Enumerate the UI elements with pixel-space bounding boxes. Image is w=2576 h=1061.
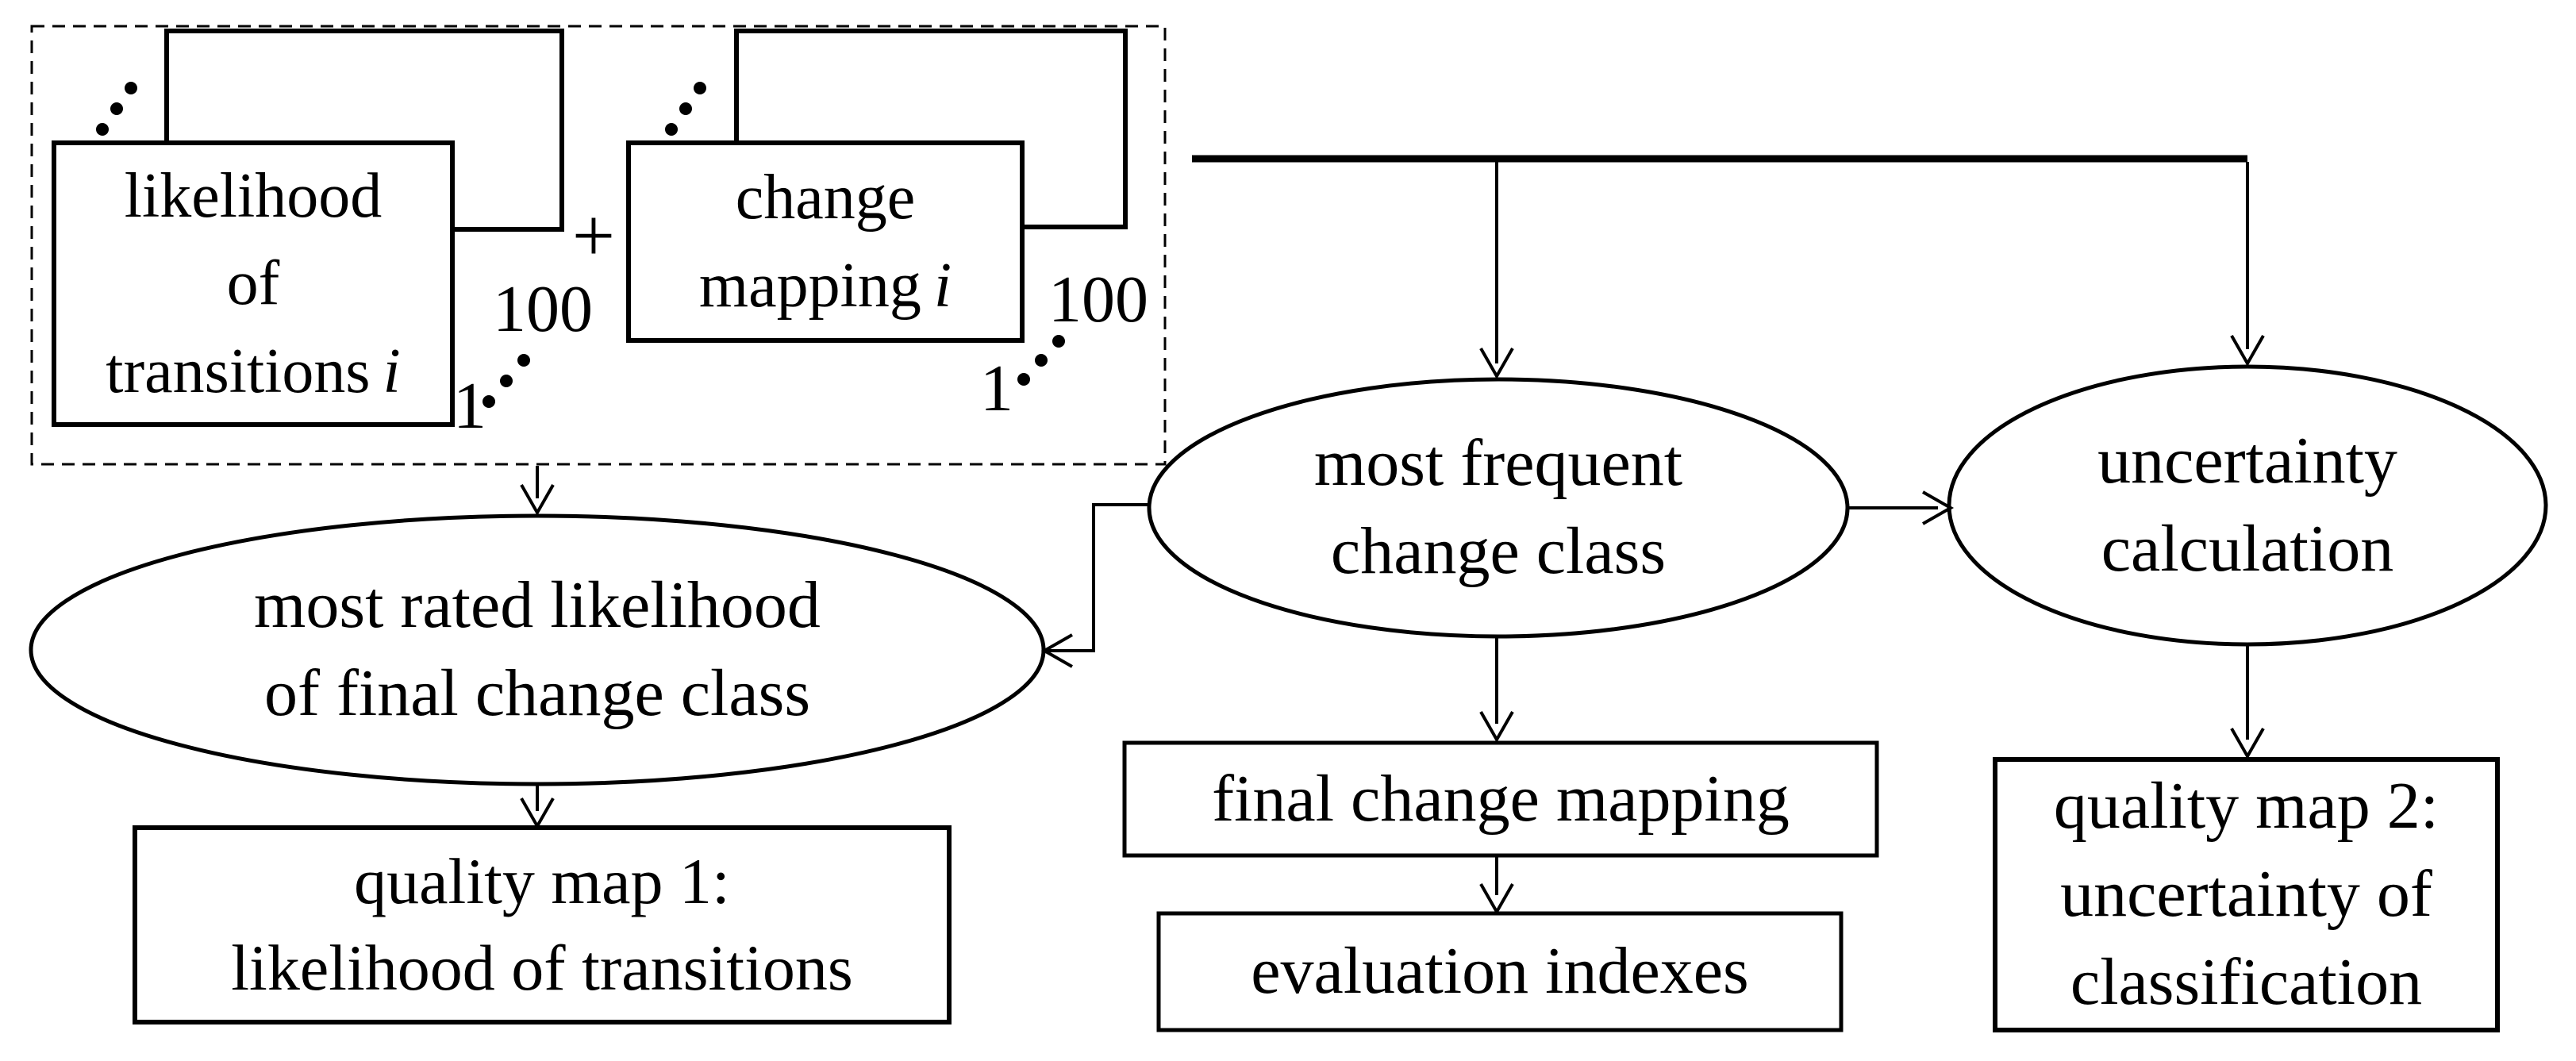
arrowhead-down-most-rated xyxy=(520,484,555,517)
stack1-label: likelihood of transitions i xyxy=(54,143,452,425)
stack2-count-bottom: 1 xyxy=(980,351,1013,425)
stack1-front-sheet xyxy=(52,140,455,427)
final-change-mapping-label: final change mapping xyxy=(1212,761,1790,836)
box-quality-map-2 xyxy=(1993,757,2500,1032)
stack1-bottom-diagonal-dots-icon xyxy=(483,354,530,408)
stack2-label: change mapping i xyxy=(629,143,1022,340)
stack1-count-bottom: 1 xyxy=(453,368,486,443)
arrowhead-down-most-frequent xyxy=(1479,348,1514,380)
arrowhead-down-quality-map-2 xyxy=(2230,728,2265,760)
stack2-line2: mapping i xyxy=(699,242,952,329)
stack2-top-diagonal-dots-icon xyxy=(665,82,706,136)
stack1-line2: of xyxy=(226,248,280,319)
most-frequent-change-class-label: most frequent change class xyxy=(1313,426,1683,588)
quality-map-1-label: quality map 1: likelihood of transitions xyxy=(231,845,853,1004)
arrowhead-down-final-change-mapping xyxy=(1479,711,1514,744)
stack2-bottom-diagonal-dots-icon xyxy=(1017,335,1065,386)
evaluation-indexes-label: evaluation indexes xyxy=(1251,934,1749,1009)
plus-operator: + xyxy=(571,192,616,278)
dashed-input-container xyxy=(30,25,1167,466)
stack1-line3: transitions i xyxy=(106,328,401,415)
box-final-change-mapping xyxy=(1122,740,1879,858)
stack2-count-top: 100 xyxy=(1048,262,1148,336)
uncertainty-calculation-label: uncertainty calculation xyxy=(2097,424,2397,586)
stack2-index: i xyxy=(933,250,952,321)
stack1-index: i xyxy=(383,336,401,406)
arrowhead-left-most-rated xyxy=(1040,633,1073,668)
stack1-line1: likelihood xyxy=(124,160,383,231)
stack2-front-sheet xyxy=(626,140,1025,343)
arrowhead-right-uncertainty xyxy=(1922,490,1955,525)
box-evaluation-indexes xyxy=(1156,911,1844,1032)
elbow-most-frequent-to-most-rated xyxy=(1048,503,1149,652)
quality-map-2-label: quality map 2: uncertainty of classifica… xyxy=(2053,769,2440,1019)
stack2-line1: change xyxy=(735,163,916,233)
stack1-count-top: 100 xyxy=(493,271,593,346)
box-quality-map-1 xyxy=(133,825,952,1024)
most-rated-likelihood-label: most rated likelihood of final change cl… xyxy=(254,568,821,730)
stack1-top-diagonal-dots-icon xyxy=(96,82,137,136)
arrowhead-down-uncertainty xyxy=(2230,335,2265,367)
